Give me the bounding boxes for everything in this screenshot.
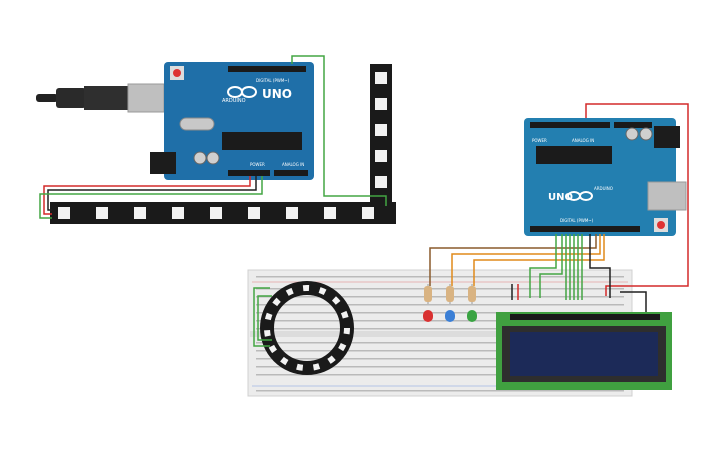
led-green[interactable]	[467, 310, 477, 322]
lcd-screen	[510, 332, 658, 376]
arduino-brand-text: ARDUINO	[222, 98, 246, 104]
lcd-16x2[interactable]	[496, 312, 672, 390]
uno-logo-text: UNO	[548, 192, 573, 203]
atmega-chip	[536, 146, 612, 164]
analog-label: ANALOG IN	[282, 162, 304, 167]
infinity-logo-icon	[567, 191, 593, 201]
left-wires	[39, 55, 387, 219]
usb-port[interactable]	[647, 181, 687, 211]
lcd-header-pins[interactable]	[510, 314, 660, 320]
power-label: POWER	[250, 162, 265, 167]
power-jack[interactable]	[150, 152, 176, 174]
power-label: POWER	[532, 138, 547, 143]
atmega-chip	[222, 132, 302, 150]
neopixel-strip-vertical[interactable]	[370, 64, 392, 212]
right-wires	[429, 103, 689, 312]
power-header-pins[interactable]	[228, 170, 270, 176]
infinity-logo-icon	[227, 86, 257, 98]
digital-header-label: DIGITAL (PWM~)	[560, 218, 594, 223]
ring-wires	[253, 287, 272, 347]
resistor-red-led[interactable]	[424, 284, 432, 304]
digital-header-label: DIGITAL (PWM~)	[256, 78, 290, 83]
arduino-uno-left[interactable]: UNO ARDUINO DIGITAL (PWM~) POWER ANALOG …	[150, 62, 314, 180]
power-header-pins[interactable]	[614, 122, 652, 128]
digital-header-pins[interactable]	[228, 66, 306, 72]
arduino-uno-right[interactable]: POWER ANALOG IN UNO ARDUINO DIGITAL (PWM…	[524, 118, 687, 236]
analog-header-pins[interactable]	[274, 170, 308, 176]
digital-header-pins[interactable]	[530, 226, 640, 232]
resistor-blue-led[interactable]	[446, 284, 454, 304]
arduino-brand-text: ARDUINO	[594, 186, 613, 191]
resistor-green-led[interactable]	[468, 284, 476, 304]
uno-logo-text: UNO	[262, 87, 292, 101]
analog-header-pins[interactable]	[530, 122, 610, 128]
power-jack[interactable]	[654, 126, 680, 148]
analog-label: ANALOG IN	[572, 138, 594, 143]
neopixel-ring[interactable]	[260, 281, 354, 375]
led-red[interactable]	[423, 310, 433, 322]
neopixel-strip-horizontal[interactable]	[50, 202, 396, 224]
led-blue[interactable]	[445, 310, 455, 322]
usb-cable	[36, 83, 165, 113]
